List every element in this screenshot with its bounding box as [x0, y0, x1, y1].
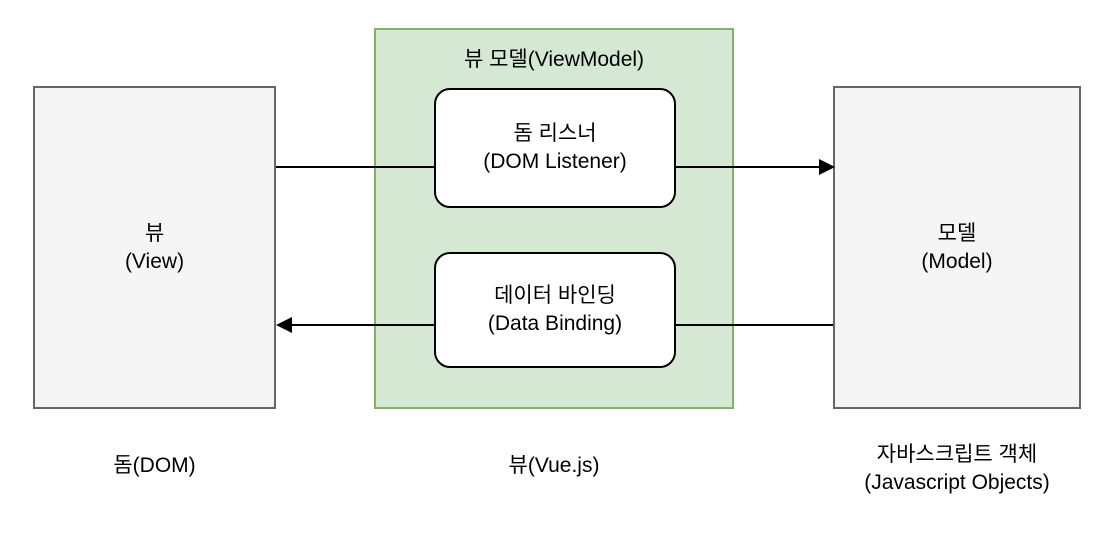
node-viewmodel-label: 뷰 모델(ViewModel): [463, 48, 645, 71]
node-dom-listener[interactable]: 돔 리스너 (DOM Listener): [434, 88, 676, 208]
node-view[interactable]: 뷰 (View): [33, 86, 276, 409]
node-view-label: 뷰 (View): [124, 221, 185, 273]
node-model-label: 모델 (Model): [921, 221, 993, 273]
edge-view-to-dom-listener: [276, 166, 436, 168]
arrowhead-right-icon: [819, 159, 835, 175]
node-data-binding[interactable]: 데이터 바인딩 (Data Binding): [434, 252, 676, 368]
node-model[interactable]: 모델 (Model): [833, 86, 1081, 409]
node-data-binding-label: 데이터 바인딩 (Data Binding): [487, 284, 623, 335]
node-dom-listener-label: 돔 리스너 (DOM Listener): [483, 122, 627, 173]
caption-model: 자바스크립트 객체 (Javascript Objects): [864, 443, 1050, 494]
edge-dom-listener-to-model: [674, 166, 824, 168]
arrowhead-left-icon: [276, 317, 292, 333]
caption-view: 돔(DOM): [113, 454, 196, 477]
edge-model-to-data-binding: [674, 324, 833, 326]
edge-data-binding-to-view: [286, 324, 436, 326]
caption-viewmodel: 뷰(Vue.js): [508, 454, 600, 477]
